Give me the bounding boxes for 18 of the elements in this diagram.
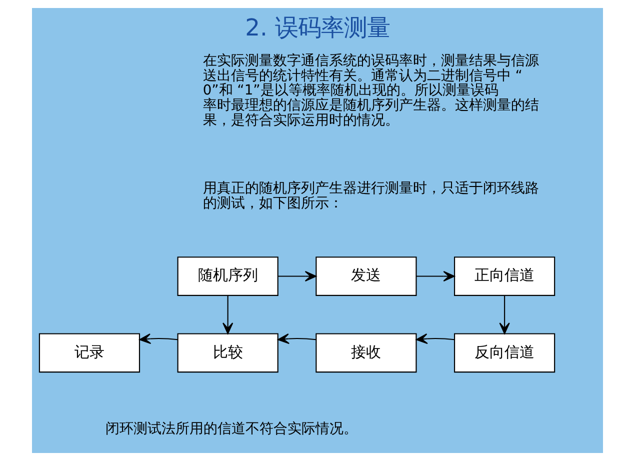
label: 用真正的随机序列产生器进行测量时，只适于闭环线路的测试，如下图所示： [202, 180, 539, 212]
node-box: 随机序列 [177, 256, 278, 296]
arrow [499, 296, 510, 334]
diagram-title: 2. 误码率测量 [245, 13, 390, 42]
arrow [278, 270, 316, 282]
node-box: 接收 [316, 333, 417, 373]
node-box: 记录 [38, 333, 140, 373]
arrow [139, 333, 178, 344]
label: 在实际测量数字通信系统的误码率时，测量结果与信源送出信号的统计特性有关。通常认为二进制信号中 “0”和 “1”是以等概率随机出现的。所以测量误码率时最理想的信源应是随机序列产生器。这样测量的结果，是符合实际运用时的情况。 [202, 52, 539, 128]
arrow [278, 333, 316, 344]
node-box: 比较 [177, 333, 278, 373]
node-box: 正向信道 [454, 256, 556, 296]
arrow [416, 333, 454, 344]
arrow [222, 296, 234, 334]
label: 闭环测试法所用的信道不符合实际情况。 [105, 421, 358, 438]
node-box: 反向信道 [454, 333, 556, 373]
node-box: 发送 [316, 256, 417, 296]
arrow [416, 270, 455, 282]
